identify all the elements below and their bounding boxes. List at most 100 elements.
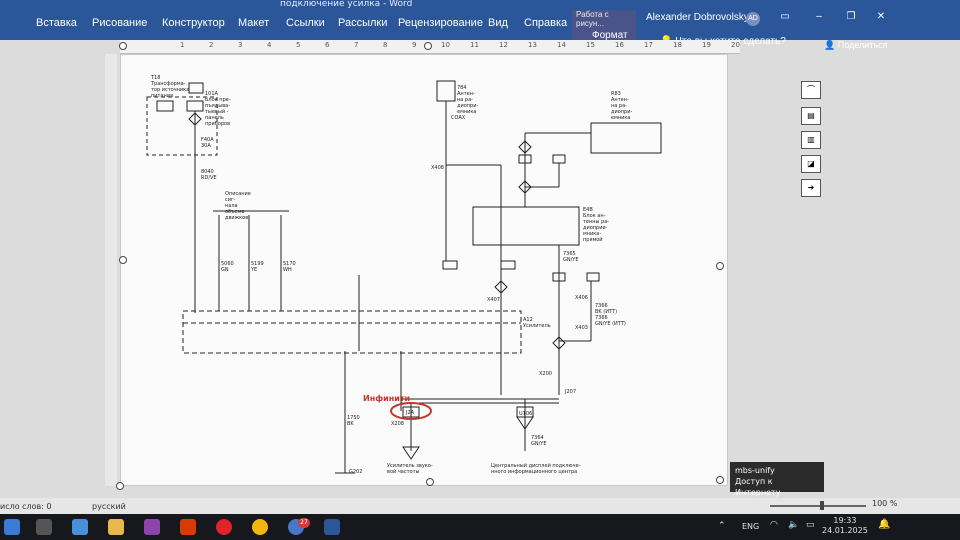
connector-x44 — [552, 272, 566, 282]
tab-insert[interactable]: Вставка — [36, 17, 77, 29]
tab-help[interactable]: Справка — [524, 17, 568, 29]
label-x200: X200 — [539, 371, 552, 377]
ribbon-display-icon[interactable]: ▭ — [780, 11, 790, 22]
tray-chevron-icon[interactable]: ⌃ — [718, 521, 726, 531]
resize-handle-left[interactable] — [119, 256, 127, 264]
battery-icon[interactable]: ▭ — [806, 520, 815, 530]
tab-design[interactable]: Конструктор — [162, 17, 225, 29]
tab-mailings[interactable]: Рассылки — [338, 17, 388, 29]
notification-badge: 27 — [298, 518, 310, 528]
tab-references[interactable]: Ссылки — [286, 17, 325, 29]
person-icon: 👤 — [824, 40, 838, 50]
close-icon[interactable]: ✕ — [876, 11, 886, 22]
label-j207: J207 — [564, 389, 576, 395]
vertical-ruler[interactable] — [105, 54, 117, 486]
tab-layout[interactable]: Макет — [238, 17, 270, 29]
avatar[interactable]: AD — [746, 12, 760, 26]
volume-icon[interactable]: 🔈 — [788, 520, 800, 530]
antenna-block-e4b — [472, 206, 580, 246]
wifi-icon[interactable]: ◠ — [770, 520, 778, 530]
chrome-icon[interactable] — [252, 519, 268, 535]
network-tooltip: mbs-unify Доступ к Интернету — [730, 462, 824, 497]
start-icon[interactable] — [4, 519, 20, 535]
opera-icon[interactable] — [216, 519, 232, 535]
status-bar: исло слов: 0 русский 100 % — [0, 498, 960, 514]
ruler-number: 16 — [615, 41, 624, 49]
ruler-number: 2 — [209, 41, 214, 49]
amplifier-a12-box — [182, 310, 522, 354]
minimize-icon[interactable]: – — [816, 11, 822, 22]
resize-handle-top-left[interactable] — [119, 42, 127, 50]
wrap-behind-icon[interactable]: ◪ — [801, 155, 821, 173]
ruler-number: 18 — [673, 41, 682, 49]
tab-review[interactable]: Рецензирование — [398, 17, 483, 29]
ruler-number: 12 — [499, 41, 508, 49]
label-amplifier: Усилитель звуко-вой частоты — [387, 463, 433, 475]
share-label: Поделиться — [837, 40, 888, 50]
user-name[interactable]: Alexander Dobrovolsky — [646, 12, 749, 23]
label-j2a: J2A — [405, 410, 415, 416]
language-indicator[interactable]: русский — [92, 502, 126, 511]
connector-ux1 — [442, 260, 458, 270]
ruler-number: 6 — [325, 41, 330, 49]
connector-j2a — [402, 406, 420, 418]
taskbar: 27 ⌃ ENG ◠ 🔈 ▭ 19:33 24.01.2025 🔔 — [0, 514, 960, 540]
tab-draw[interactable]: Рисование — [92, 17, 148, 29]
pdf-reader-icon[interactable] — [180, 519, 196, 535]
move-with-text-icon[interactable]: ➜ — [801, 179, 821, 197]
keyboard-language[interactable]: ENG — [742, 522, 760, 531]
task-view-icon[interactable] — [36, 519, 52, 535]
label-x406: X406 — [575, 295, 588, 301]
resize-handle-bottom[interactable] — [426, 478, 434, 486]
file-explorer-icon[interactable] — [108, 519, 124, 535]
zoom-slider[interactable] — [770, 505, 866, 507]
tab-view[interactable]: Вид — [488, 17, 508, 29]
resize-handle-bottom-left[interactable] — [116, 482, 124, 490]
title-bar: подключение усилка - Word — [0, 0, 960, 10]
label-g202: G202 — [349, 469, 362, 475]
highlight-ellipse — [390, 402, 432, 420]
tab-format[interactable]: Формат — [592, 30, 628, 41]
antenna-r83-box — [590, 122, 662, 154]
wrap-text-icon[interactable]: ▤ — [801, 107, 821, 125]
ruler-number: 13 — [528, 41, 537, 49]
layout-options-icon[interactable]: ⌒ — [801, 81, 821, 99]
zoom-level[interactable]: 100 % — [872, 499, 898, 508]
kl-block-left — [156, 100, 174, 112]
instrument-panel-box — [146, 96, 218, 156]
antenna-r84-box — [436, 80, 456, 102]
amplifier-ground-symbol — [402, 446, 420, 460]
share-button[interactable]: 👤 Поделиться — [824, 40, 887, 51]
tooltip-network-name: mbs-unify — [735, 466, 775, 475]
resize-handle-top[interactable] — [424, 42, 432, 50]
resize-handle-right[interactable] — [716, 262, 724, 270]
label-infiniti: Инфинити — [363, 394, 410, 403]
resize-handle-bottom-right[interactable] — [716, 476, 724, 484]
maximize-icon[interactable]: ❐ — [846, 11, 856, 22]
label-coax-1: COAX — [451, 115, 466, 121]
system-clock[interactable]: 19:33 24.01.2025 — [822, 516, 868, 536]
ruler-number: 3 — [238, 41, 243, 49]
app-icon[interactable] — [144, 519, 160, 535]
zoom-slider-handle[interactable] — [820, 501, 824, 510]
label-central-display: Центральный дисплей подключе-нного инфор… — [491, 462, 581, 475]
wrap-tight-icon[interactable]: ▥ — [801, 131, 821, 149]
t18-fuse-box — [188, 82, 204, 94]
store-icon[interactable] — [72, 519, 88, 535]
notifications-icon[interactable]: 🔔 — [878, 519, 891, 530]
label-u106: U106 — [519, 411, 532, 417]
word-icon[interactable] — [324, 519, 340, 535]
connector-ux2 — [500, 260, 516, 270]
word-count[interactable]: исло слов: 0 — [0, 502, 52, 511]
